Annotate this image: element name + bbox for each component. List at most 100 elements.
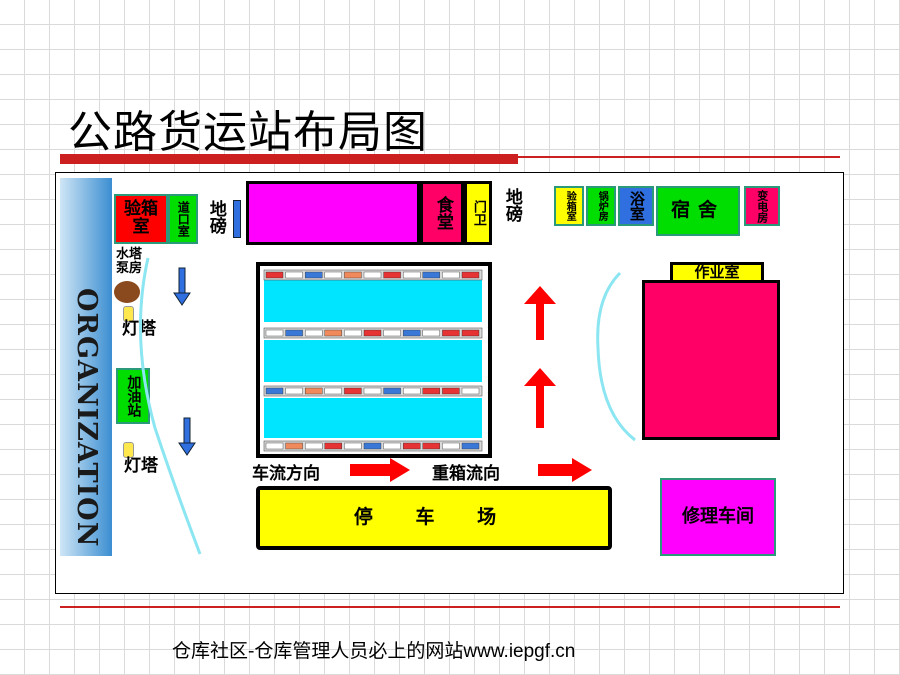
container: [344, 442, 362, 450]
container: [285, 387, 303, 395]
layout-map: ORGANIZATION 验箱室 道口室 地磅 水塔泵房 灯塔 加油站 灯塔 食…: [60, 178, 782, 558]
container: [344, 387, 362, 395]
footer-text: 仓库社区-仓库管理人员必上的网站: [172, 640, 464, 662]
road-room: 道口室: [168, 194, 198, 244]
container: [383, 442, 401, 450]
container: [285, 271, 303, 279]
light-tower-2-label: 灯塔: [124, 456, 158, 476]
container: [265, 271, 284, 279]
road-room-label: 道口室: [176, 201, 191, 237]
footer-url: www.iepgf.cn: [463, 641, 576, 662]
container: [285, 329, 303, 337]
container: [265, 329, 284, 337]
light-tower-1-icon: [123, 306, 134, 322]
title-underline-thin: [518, 156, 840, 158]
boiler-room-label: 锅炉房: [596, 191, 608, 221]
traffic-flow-label: 车流方向: [252, 464, 320, 484]
weighbridge-right-label: 地磅: [501, 188, 522, 222]
red-arrow-right-2: [538, 458, 592, 482]
container: [324, 387, 342, 395]
container: [304, 442, 323, 450]
water-tower-label: 水塔泵房: [116, 247, 143, 276]
canteen: 食堂: [420, 181, 464, 245]
blue-arrow-down-1: [173, 267, 191, 306]
water-tower-icon: [114, 281, 140, 303]
container: [422, 442, 440, 450]
repair-shop: 修理车间: [660, 478, 776, 556]
container: [403, 329, 421, 337]
inspection-room-small-label: 验箱室: [564, 191, 576, 221]
parking-lot-label: 停 车 场: [353, 506, 515, 529]
bath-room-label: 浴室: [627, 191, 646, 221]
inspection-room-small: 验箱室: [554, 186, 584, 226]
substation: 变电房: [744, 186, 780, 226]
container: [304, 329, 323, 337]
repair-shop-label: 修理车间: [682, 505, 754, 527]
road-curve-left: [138, 257, 202, 555]
workshop-label: 作业室: [694, 263, 740, 282]
container: [461, 387, 480, 395]
road-curve-right: [596, 271, 636, 442]
container: [265, 387, 284, 395]
light-tower-2-icon: [123, 442, 134, 458]
dormitory-label: 宿舍: [670, 199, 725, 222]
guard-room: 门卫: [464, 181, 492, 245]
red-arrow-up-1: [524, 286, 556, 340]
yard-lane-3: [264, 398, 482, 438]
container: [383, 329, 401, 337]
container: [383, 387, 401, 395]
container: [422, 329, 440, 337]
container: [403, 387, 421, 395]
container: [324, 442, 342, 450]
yard-lane-2: [264, 340, 482, 382]
organization-strip: [60, 178, 112, 556]
inspection-room-label: 验箱室: [124, 199, 158, 237]
substation-label: 变电房: [755, 189, 769, 223]
container: [363, 442, 382, 450]
magenta-warehouse: [246, 181, 420, 245]
weighbridge-left-label: 地磅: [205, 200, 226, 234]
weighbridge-left-marker: [233, 200, 241, 238]
container: [324, 329, 342, 337]
container: [461, 442, 480, 450]
container: [344, 329, 362, 337]
blue-arrow-down-2: [178, 417, 196, 456]
container: [324, 271, 342, 279]
red-arrow-up-2: [524, 368, 556, 428]
container: [265, 442, 284, 450]
container: [461, 329, 480, 337]
dormitory: 宿舍: [656, 186, 740, 236]
workshop: [642, 280, 780, 440]
container: [403, 271, 421, 279]
container: [422, 271, 440, 279]
heavy-box-flow-label: 重箱流向: [432, 464, 500, 484]
parking-lot: 停 车 场: [256, 486, 612, 550]
container: [403, 442, 421, 450]
container: [461, 271, 480, 279]
container: [344, 271, 362, 279]
footer: 仓库社区-仓库管理人员必上的网站www.iepgf.cn: [172, 636, 575, 663]
container-yard: [138, 257, 636, 555]
container: [442, 387, 460, 395]
bath-room: 浴室: [618, 186, 654, 226]
page-title: 公路货运站布局图: [68, 107, 428, 158]
container: [363, 387, 382, 395]
canteen-label: 食堂: [432, 196, 453, 230]
boiler-room: 锅炉房: [586, 186, 616, 226]
container: [422, 387, 440, 395]
guard-label: 门卫: [470, 200, 486, 226]
gas-station-label: 加油站: [125, 375, 142, 417]
title-underline-thick: [60, 154, 518, 164]
inspection-room: 验箱室: [114, 194, 168, 244]
container: [383, 271, 401, 279]
container: [442, 271, 460, 279]
container: [304, 271, 323, 279]
container: [442, 442, 460, 450]
footer-divider: [60, 606, 840, 608]
container: [363, 271, 382, 279]
container: [285, 442, 303, 450]
red-arrow-right-1: [350, 458, 410, 482]
container: [304, 387, 323, 395]
container: [442, 329, 460, 337]
container: [363, 329, 382, 337]
